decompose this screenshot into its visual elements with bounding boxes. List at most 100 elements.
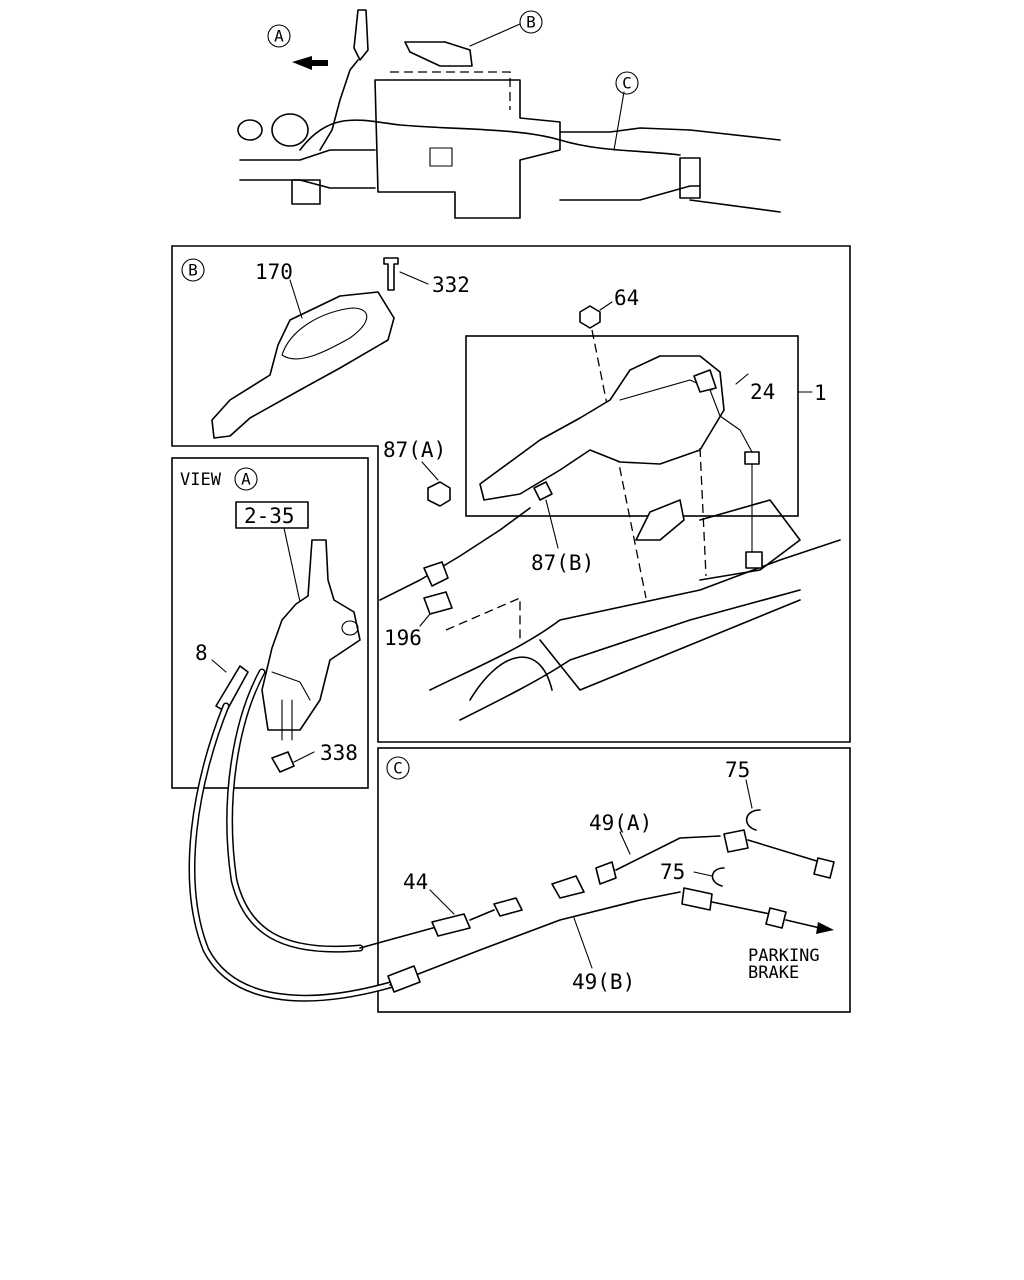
panel-b-badge-circle [181, 258, 205, 282]
panel-b-badge: B [188, 261, 198, 280]
leader-75-mid [693, 871, 713, 877]
stud-line-2 [699, 447, 707, 577]
brake-lever-1 [479, 355, 725, 501]
nut-64 [579, 305, 601, 329]
cable-49a [615, 835, 721, 871]
bracket-8 [215, 665, 249, 713]
cable-44 [359, 925, 441, 949]
label-87b: 87(B) [531, 551, 594, 575]
transmission-plug [429, 147, 453, 167]
hidden-line [390, 71, 511, 110]
cable-49b-end [765, 907, 787, 929]
vehicle-overview: A B C [237, 9, 781, 219]
floor-line-1 [429, 539, 841, 691]
console-cover-slot [281, 307, 368, 360]
label-1: 1 [814, 381, 827, 405]
label-75-mid: 75 [660, 860, 685, 884]
label-8: 8 [195, 641, 208, 665]
frame-left-lower [239, 179, 376, 189]
engine-mount [291, 179, 321, 205]
callout-c-circle [615, 71, 639, 95]
floor-line-2 [459, 589, 801, 721]
parking-brake-arrow-head [816, 922, 834, 934]
brake-lever-overview [404, 41, 473, 67]
panel-c-badge-circle [386, 756, 410, 780]
panel-c-frame [377, 747, 851, 1013]
leader-2-35 [283, 527, 301, 603]
callout-b-circle [519, 10, 543, 34]
label-170: 170 [255, 260, 293, 284]
lever-switch-connector [744, 451, 760, 465]
cable-49b-boot [387, 965, 421, 993]
label-2-35: 2-35 [244, 504, 295, 528]
nut-87a [427, 481, 451, 507]
callout-c-label: C [622, 74, 632, 93]
cable-49b [389, 891, 681, 986]
cable-49a-end [813, 857, 835, 879]
overview-cable [299, 119, 681, 156]
label-332: 332 [432, 273, 470, 297]
frame-right-lower [559, 185, 701, 201]
label-196: 196 [384, 626, 422, 650]
engine-pulley-large [271, 113, 309, 147]
engine-pulley [237, 119, 263, 141]
parking-brake-arrow-line [785, 919, 821, 929]
clip-hidden-line [445, 597, 521, 640]
leader-8 [211, 659, 227, 673]
label-49a: 49(A) [589, 811, 652, 835]
assembly-1-frame [465, 335, 799, 517]
label-87a: 87(A) [383, 438, 446, 462]
nut-87b [533, 481, 553, 501]
label-44: 44 [403, 870, 428, 894]
leader-49b [573, 917, 593, 969]
leader-196 [419, 613, 431, 627]
screw-332 [383, 257, 399, 291]
frame-bracket [679, 157, 701, 199]
label-338: 338 [320, 741, 358, 765]
seat-belt-buckle [635, 499, 685, 541]
clip-196 [423, 591, 453, 615]
callout-a-circle [267, 24, 291, 48]
panel-c-badge: C [393, 759, 403, 778]
leader-75-top [745, 779, 753, 809]
front-cable [379, 507, 531, 601]
view-a-frame [171, 457, 369, 789]
cable-49a-boot [723, 829, 749, 853]
cable-44-end [493, 897, 523, 917]
cable-49b-fitting [681, 887, 713, 911]
note-line-2: BRAKE [748, 963, 799, 983]
leader-49a [619, 831, 631, 855]
leader-b [469, 23, 521, 47]
leader-44 [429, 889, 455, 915]
label-49b: 49(B) [572, 970, 635, 994]
cable-44-boot [431, 913, 471, 937]
frame-extension [689, 129, 781, 213]
shift-pivot [341, 620, 359, 636]
leader-64 [599, 301, 613, 311]
note-line-1: PARKING [748, 946, 820, 966]
view-a-prefix: VIEW [180, 470, 222, 490]
leader-332 [399, 271, 429, 285]
frame-left-upper [239, 149, 376, 161]
switch-24 [693, 369, 717, 393]
panel-view-a: VIEW A 2-35 8 338 [171, 457, 369, 789]
callout-b-label: B [526, 13, 536, 32]
label-24: 24 [750, 380, 775, 404]
panel-c: C 44 49(A) 75 75 49( [188, 668, 851, 1013]
clip-75-top [745, 809, 761, 831]
leader-c [613, 91, 625, 151]
clip-75-mid [711, 867, 725, 887]
leader-87a [421, 461, 439, 481]
equalizer [551, 875, 585, 899]
shift-lever [353, 9, 369, 61]
view-a-badge-circle [234, 467, 258, 491]
equalizer-adjuster [595, 861, 617, 885]
label-75-top: 75 [725, 758, 750, 782]
shift-linkage [319, 59, 359, 151]
ref-box-2-35 [235, 501, 309, 529]
view-a-arrow [292, 56, 328, 70]
leader-87b [545, 499, 559, 549]
leader-24 [735, 373, 749, 385]
leader-170 [289, 279, 303, 319]
leader-338 [293, 751, 315, 763]
